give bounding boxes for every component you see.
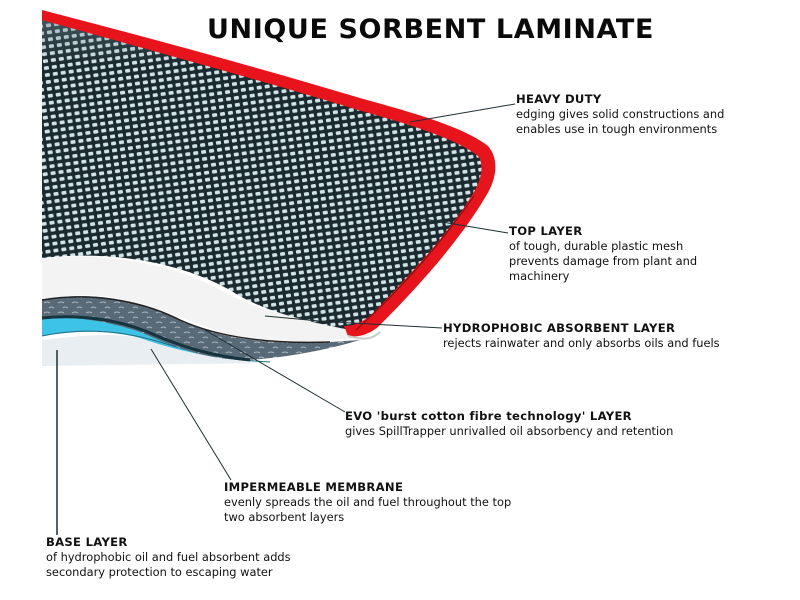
base-layer-shape xyxy=(42,335,270,366)
callout-text: machinery xyxy=(509,269,570,283)
callout-heading: IMPERMEABLE MEMBRANE xyxy=(224,480,404,494)
callout-impermeable-membrane: IMPERMEABLE MEMBRANE evenly spreads the … xyxy=(224,480,511,525)
callout-heading: EVO 'burst cotton fibre technology' LAYE… xyxy=(345,409,632,423)
leader-heavy-duty xyxy=(409,103,516,123)
callout-base-layer: BASE LAYER of hydrophobic oil and fuel a… xyxy=(46,535,291,580)
callout-text: evenly spreads the oil and fuel througho… xyxy=(224,495,512,509)
leader-evo xyxy=(204,329,346,413)
callout-top-layer: TOP LAYER of tough, durable plastic mesh… xyxy=(509,224,697,284)
callout-text: two absorbent layers xyxy=(224,510,345,524)
callout-heading: BASE LAYER xyxy=(46,535,128,549)
callout-heading: HYDROPHOBIC ABSORBENT LAYER xyxy=(443,321,676,335)
callout-text: prevents damage from plant and xyxy=(509,254,698,268)
callout-hydrophobic-absorbent-layer: HYDROPHOBIC ABSORBENT LAYER rejects rain… xyxy=(443,321,720,351)
leader-lines xyxy=(56,103,516,535)
callout-text: of tough, durable plastic mesh xyxy=(509,239,684,253)
leader-membrane xyxy=(150,348,232,481)
callout-heavy-duty: HEAVY DUTY edging gives solid constructi… xyxy=(516,92,724,137)
leader-top-layer xyxy=(417,217,509,234)
leader-hydrophobic xyxy=(333,321,443,329)
callout-text: enables use in tough environments xyxy=(516,122,718,136)
callout-text: of hydrophobic oil and fuel absorbent ad… xyxy=(46,550,291,564)
callout-text: gives SpillTrapper unrivalled oil absorb… xyxy=(345,424,674,438)
diagram-title: UNIQUE SORBENT LAMINATE xyxy=(207,14,654,45)
callout-heading: TOP LAYER xyxy=(509,224,583,238)
callout-text: edging gives solid constructions and xyxy=(516,107,725,121)
callout-text: rejects rainwater and only absorbs oils … xyxy=(443,336,720,350)
callout-evo-layer: EVO 'burst cotton fibre technology' LAYE… xyxy=(345,409,673,439)
callout-text: secondary protection to escaping water xyxy=(46,565,273,579)
callout-heading: HEAVY DUTY xyxy=(516,92,602,106)
